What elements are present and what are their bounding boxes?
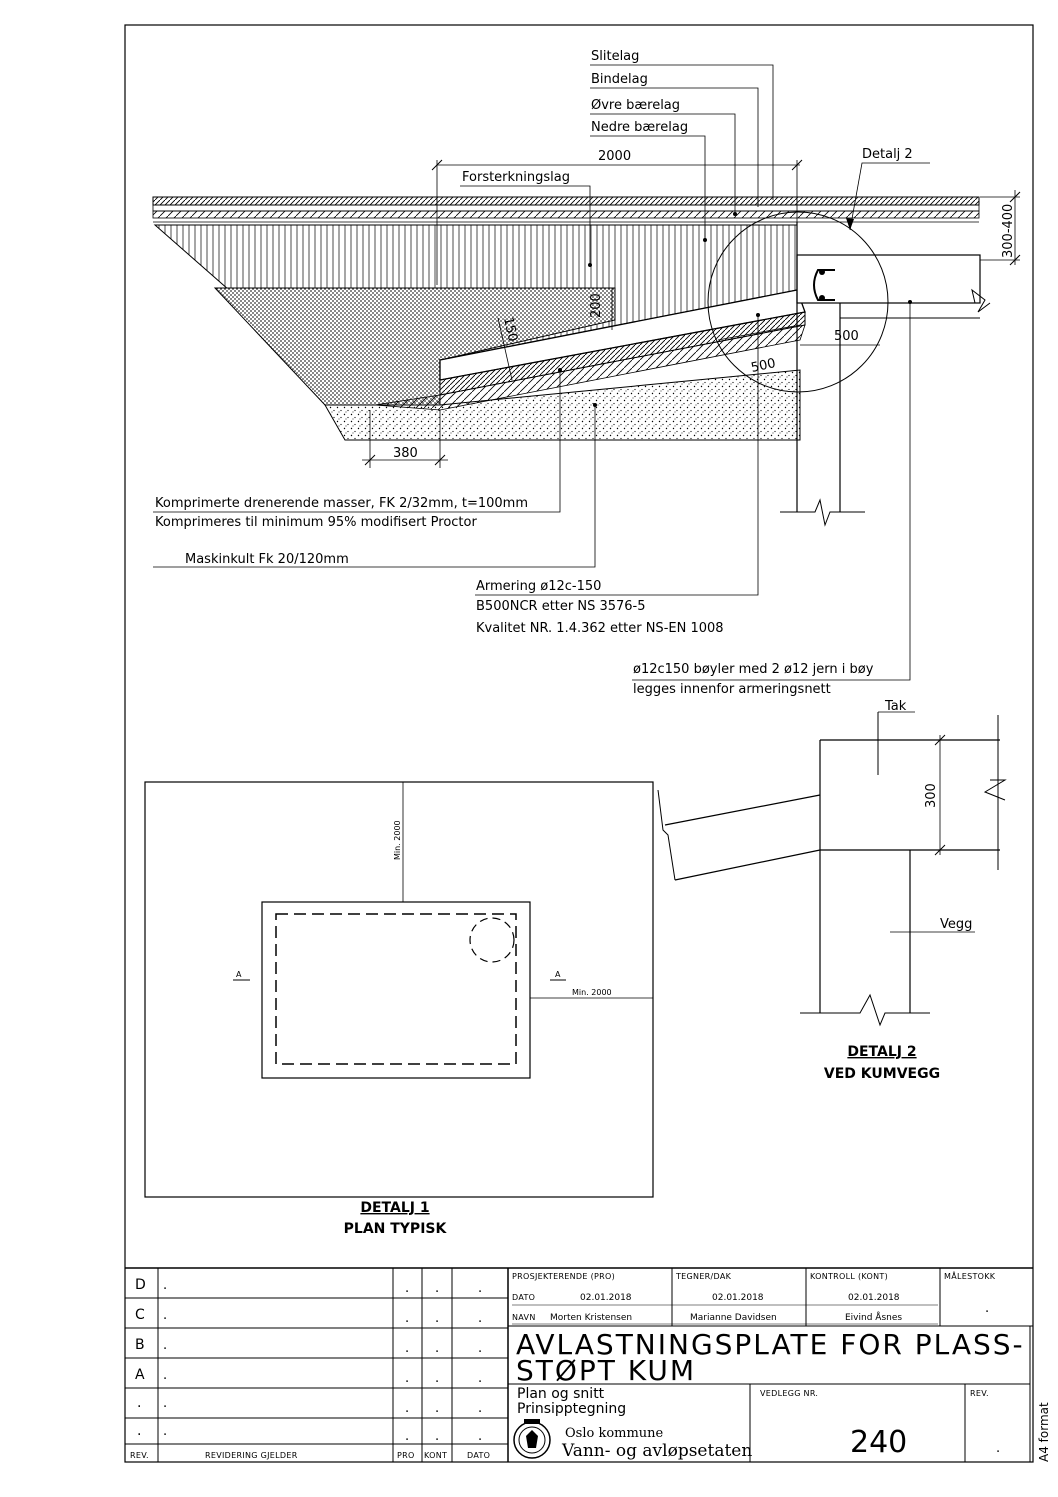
detail-2-drawing [657,711,1007,1027]
svg-text:.: . [405,1371,409,1386]
svg-text:.: . [435,1371,439,1386]
date-pro: 02.01.2018 [580,1293,632,1303]
detail-1-subtitle: PLAN TYPISK [344,1221,448,1237]
role-prosjekterende: PROSJEKTERENDE (PRO) [512,1272,615,1281]
cross-section [152,64,1021,681]
malestokk-value: . [985,1301,989,1316]
org-vann-og-avlopsetaten: Vann- og avløpsetaten [561,1441,752,1461]
rev-row-a-desc: . [163,1368,167,1383]
svg-text:.: . [478,1341,482,1356]
dim-150: 150 [500,316,520,343]
dim-300-400: 300-400 [1001,204,1016,258]
note-rebar-3: Kvalitet NR. 1.4.362 etter NS-EN 1008 [476,621,724,636]
rev-value: . [996,1441,1000,1456]
date-kontroll: 02.01.2018 [848,1293,900,1303]
rev-row-6-letter: . [137,1423,141,1439]
label-bindelag: Bindelag [591,72,648,87]
note-drainage-2: Komprimeres til minimum 95% modifisert P… [155,515,477,530]
label-tak: Tak [884,699,907,714]
dim-min-2000-vertical: Min. 2000 [393,820,402,860]
rev-row-d-letter: D [135,1277,146,1293]
vedlegg-number: 240 [850,1425,907,1460]
svg-text:.: . [435,1311,439,1326]
note-drainage-1: Komprimerte drenerende masser, FK 2/32mm… [155,496,528,511]
svg-text:.: . [478,1281,482,1296]
section-marker-a-left: A [236,970,242,979]
svg-text:.: . [405,1401,409,1416]
label-nedre-baerelag: Nedre bærelag [591,120,688,135]
dim-2000: 2000 [598,149,631,164]
note-rebar-2: B500NCR etter NS 3576-5 [476,599,646,614]
footer-revidering: REVIDERING GJELDER [205,1451,298,1460]
rev-row-5-desc: . [163,1396,167,1411]
dim-min-2000-horizontal: Min. 2000 [572,988,612,997]
svg-text:.: . [435,1401,439,1416]
detail-2-title: DETALJ 2 [847,1044,916,1060]
drawing-title-line1: AVLASTNINGSPLATE FOR PLASS- [516,1328,1025,1361]
detail-2-subtitle: VED KUMVEGG [824,1066,940,1082]
rev-row-6-desc: . [163,1424,167,1439]
label-ovre-baerelag: Øvre bærelag [591,98,680,113]
name-tegner: Marianne Davidsen [690,1313,777,1323]
svg-text:.: . [478,1429,482,1444]
svg-text:.: . [478,1401,482,1416]
footer-kont: KONT [424,1451,447,1460]
note-rebar-1: Armering ø12c-150 [476,579,601,594]
rev-label: REV. [970,1389,989,1398]
dim-500-slab: 500 [750,356,777,376]
date-tegner: 02.01.2018 [712,1293,764,1303]
note-stirrup-2: legges innenfor armeringsnett [633,682,831,697]
sheet-frame [124,24,1034,1463]
role-tegner: TEGNER/DAK [675,1272,732,1281]
detail-1-drawing [144,781,654,1198]
label-detalj-2-ref: Detalj 2 [862,147,913,162]
dim-500-right: 500 [834,329,859,344]
svg-text:.: . [405,1429,409,1444]
dim-200: 200 [589,293,604,318]
label-dato: DATO [512,1293,535,1302]
drawing-subtitle-2: Prinsipptegning [517,1401,626,1417]
label-slitelag: Slitelag [591,49,639,64]
oslo-kommune-crest-icon [513,1419,551,1459]
footer-dato: DATO [467,1451,490,1460]
rev-row-b-desc: . [163,1338,167,1353]
note-stirrup-1: ø12c150 bøyler med 2 ø12 jern i bøy [633,662,874,677]
footer-rev: REV. [130,1451,149,1460]
svg-text:.: . [405,1311,409,1326]
label-forsterkningslag: Forsterkningslag [462,170,570,185]
svg-text:.: . [405,1281,409,1296]
name-pro: Morten Kristensen [550,1313,632,1323]
org-oslo-kommune: Oslo kommune [565,1426,664,1441]
rev-cell-dots: . . . . . . . . . . . . . . . . . . [405,1281,482,1444]
rev-row-5-letter: . [137,1395,141,1411]
svg-text:.: . [435,1281,439,1296]
name-kontroll: Eivind Åsnes [845,1311,902,1323]
footer-pro: PRO [397,1451,415,1460]
drawing-subtitle-1: Plan og snitt [517,1386,605,1402]
rev-row-a-letter: A [135,1367,145,1383]
rev-row-d-desc: . [163,1278,167,1293]
svg-text:.: . [478,1371,482,1386]
vedlegg-label: VEDLEGG NR. [760,1389,818,1398]
note-maskinkult: Maskinkult Fk 20/120mm [185,552,349,567]
svg-text:.: . [435,1429,439,1444]
section-marker-a-right: A [555,970,561,979]
label-vegg: Vegg [940,917,972,932]
rev-row-c-letter: C [135,1307,145,1323]
svg-text:.: . [478,1311,482,1326]
rev-row-c-desc: . [163,1308,167,1323]
role-malestokk: MÅLESTOKK [944,1270,996,1281]
label-navn: NAVN [512,1313,536,1322]
role-kontroll: KONTROLL (KONT) [810,1272,888,1281]
title-block [125,1267,1033,1462]
format-label: A4 format [1037,1402,1051,1462]
drawing-title-line2: STØPT KUM [516,1354,696,1387]
svg-text:.: . [435,1341,439,1356]
svg-text:.: . [405,1341,409,1356]
dim-380: 380 [393,446,418,461]
rev-row-b-letter: B [135,1337,145,1353]
dim-300-detail2: 300 [924,783,939,808]
detail-1-title: DETALJ 1 [360,1200,429,1216]
